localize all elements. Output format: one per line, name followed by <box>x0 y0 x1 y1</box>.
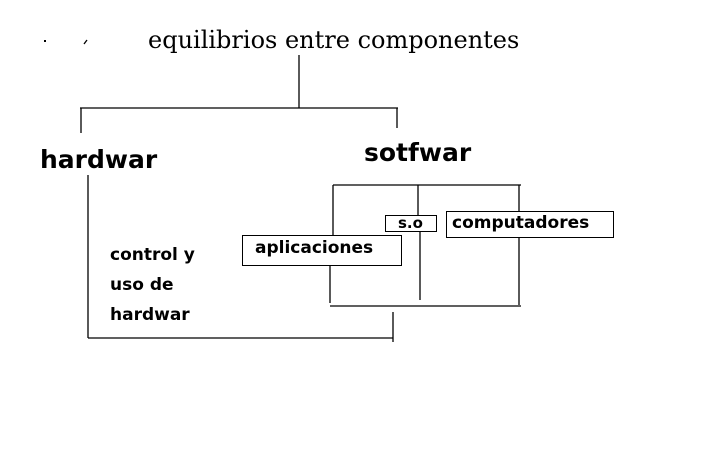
node-so: s.o <box>385 215 437 232</box>
stray-dot <box>44 40 46 42</box>
node-aplicaciones: aplicaciones <box>242 235 402 266</box>
stray-mark <box>83 39 88 45</box>
hardware-note-line: control y <box>110 245 195 265</box>
diagram-title: equilibrios entre componentes <box>148 26 520 54</box>
node-computadores: computadores <box>446 211 614 238</box>
node-hardwar: hardwar <box>40 145 158 174</box>
hardware-note-line: uso de <box>110 275 174 295</box>
hardware-note: control y uso de hardwar <box>110 240 195 330</box>
hardware-note-line: hardwar <box>110 305 190 325</box>
node-sotfwar: sotfwar <box>364 138 472 167</box>
